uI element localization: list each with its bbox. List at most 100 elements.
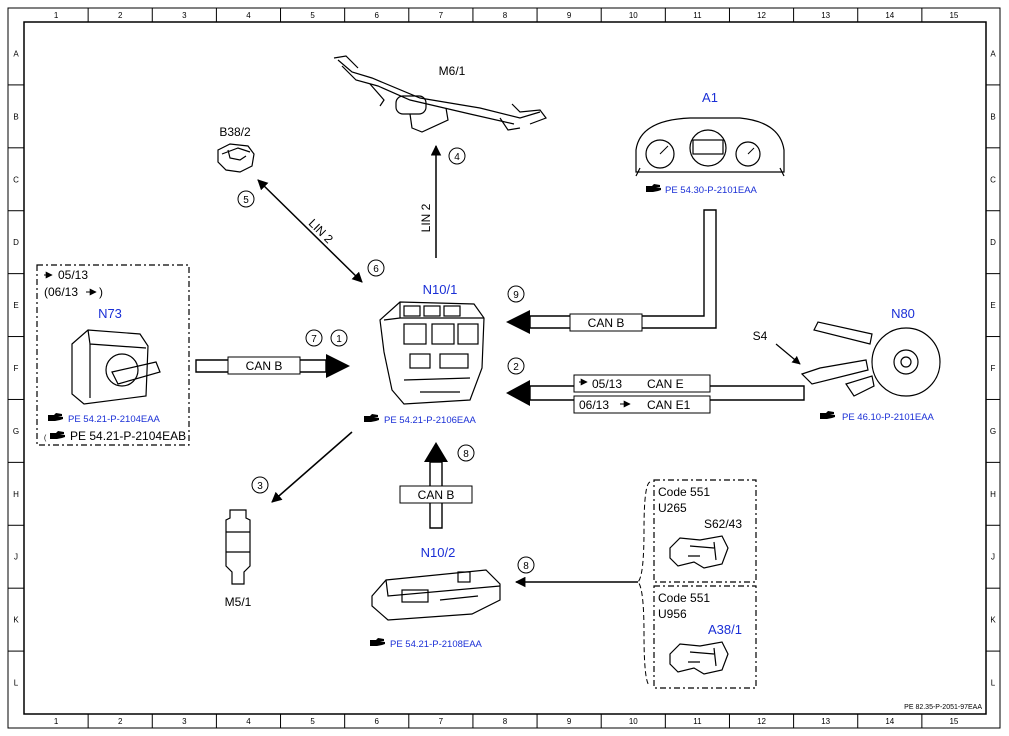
grid-row-label: D	[13, 238, 19, 247]
grid-row-label: A	[13, 49, 19, 58]
fuel-filler-actuator-icon	[225, 509, 251, 585]
grid-row-label: F	[991, 364, 996, 373]
n73-date-2: (06/13	[44, 285, 78, 299]
callout-3: 3	[251, 476, 269, 494]
instrument-cluster-icon	[635, 117, 785, 177]
grid-column-label: 15	[949, 11, 958, 20]
grid-column-label: 11	[693, 717, 702, 726]
grid-column-label: 5	[310, 717, 315, 726]
code-551-label-2: Code 551	[658, 591, 710, 605]
grid-row-label: B	[13, 112, 18, 121]
grid-row-label: J	[14, 553, 18, 562]
grid-row-label: F	[14, 364, 19, 373]
grid-column-label: 10	[629, 11, 638, 20]
grid-row-label: G	[990, 427, 996, 436]
svg-text:4: 4	[454, 152, 460, 163]
grid-column-label: 13	[821, 717, 830, 726]
n80-label: N80	[891, 306, 915, 321]
n73-date-2-end: )	[99, 285, 103, 299]
u956-label: U956	[658, 607, 687, 621]
sam-control-unit-icon	[379, 301, 485, 405]
n80-ref: PE 46.10-P-2101EAA	[842, 412, 935, 423]
svg-text:(: (	[44, 435, 47, 442]
grid-column-label: 12	[757, 717, 766, 726]
callout-4: 4	[448, 147, 466, 165]
code-551-u956-box	[653, 585, 757, 689]
can-b-n73-label: CAN B	[246, 359, 283, 373]
grid-column-label: 13	[821, 11, 830, 20]
svg-text:3: 3	[257, 481, 263, 492]
grid-column-label: 3	[182, 717, 187, 726]
grid-column-label: 4	[246, 11, 251, 20]
grid-column-label: 11	[693, 11, 702, 20]
grid-row-label: E	[13, 301, 18, 310]
n73-date-1: 05/13	[58, 268, 88, 282]
grid-column-label: 2	[118, 717, 123, 726]
code-551-u265-box	[653, 479, 757, 583]
switch-icon	[669, 535, 729, 569]
m5-1-line	[271, 431, 353, 503]
can-e-date: 05/13	[592, 377, 622, 391]
grid-column-label: 7	[439, 717, 444, 726]
grid-row-label: C	[990, 175, 996, 184]
callout-2: 2	[507, 357, 525, 375]
grid-column-label: 1	[54, 717, 59, 726]
b38-2-label: B38/2	[219, 125, 251, 139]
s4-label: S4	[753, 329, 768, 343]
a1-label: A1	[702, 90, 718, 105]
a1-ref: PE 54.30-P-2101EAA	[665, 185, 758, 196]
svg-text:8: 8	[523, 561, 529, 572]
grid-row-label: L	[14, 679, 19, 688]
grid-column-label: 7	[439, 11, 444, 20]
grid-row-label: G	[13, 427, 19, 436]
grid-column-label: 15	[949, 717, 958, 726]
pointing-hand-icon	[364, 414, 379, 422]
can-b-n10-2-label: CAN B	[418, 488, 455, 502]
n73-ref: PE 54.21-P-2104EAA	[68, 414, 161, 425]
grid-column-label: 9	[567, 717, 572, 726]
grid-row-label: J	[991, 553, 995, 562]
pointing-hand-icon	[50, 431, 65, 439]
m5-1-label: M5/1	[225, 595, 252, 609]
svg-text:7: 7	[311, 334, 317, 345]
rain-light-sensor-icon	[217, 143, 255, 173]
pointing-hand-icon	[370, 638, 385, 646]
svg-text:1: 1	[336, 334, 342, 345]
callout-9: 9	[507, 285, 525, 303]
grid-row-label: H	[990, 490, 996, 499]
grid-column-label: 9	[567, 11, 572, 20]
code-551-label: Code 551	[658, 485, 710, 499]
grid-row-label: K	[13, 616, 19, 625]
n73-label: N73	[98, 306, 122, 321]
can-b-a1-bus	[529, 209, 717, 329]
grid-row-label: B	[990, 112, 995, 121]
callout-5: 5	[237, 190, 255, 208]
rear-sam-control-unit-icon	[371, 569, 501, 621]
can-e-label: CAN E	[647, 377, 684, 391]
n73-variant-box	[36, 264, 190, 446]
grid-row-label: D	[990, 238, 996, 247]
grid-column-label: 8	[503, 717, 508, 726]
grid-column-label: 3	[182, 11, 187, 20]
lin2-b38-line	[257, 179, 363, 283]
ignition-switch-icon	[71, 329, 161, 405]
n10-1-label: N10/1	[423, 282, 458, 297]
grid-column-label: 1	[54, 11, 59, 20]
grid-row-label: L	[991, 679, 996, 688]
grid-column-label: 4	[246, 717, 251, 726]
wiper-motor-icon	[333, 55, 547, 133]
u265-label: U265	[658, 501, 687, 515]
m6-1-label: M6/1	[439, 64, 466, 78]
can-e1-date: 06/13	[579, 398, 609, 412]
grid-column-label: 14	[885, 717, 894, 726]
n10-2-label: N10/2	[421, 545, 456, 560]
grid-column-label: 12	[757, 11, 766, 20]
grid-column-label: 10	[629, 717, 638, 726]
grid-row-label: A	[990, 49, 996, 58]
grid-row-label: K	[990, 616, 996, 625]
grid-column-label: 5	[310, 11, 315, 20]
pointing-hand-icon	[820, 411, 835, 419]
callout-7: 7	[305, 329, 323, 347]
